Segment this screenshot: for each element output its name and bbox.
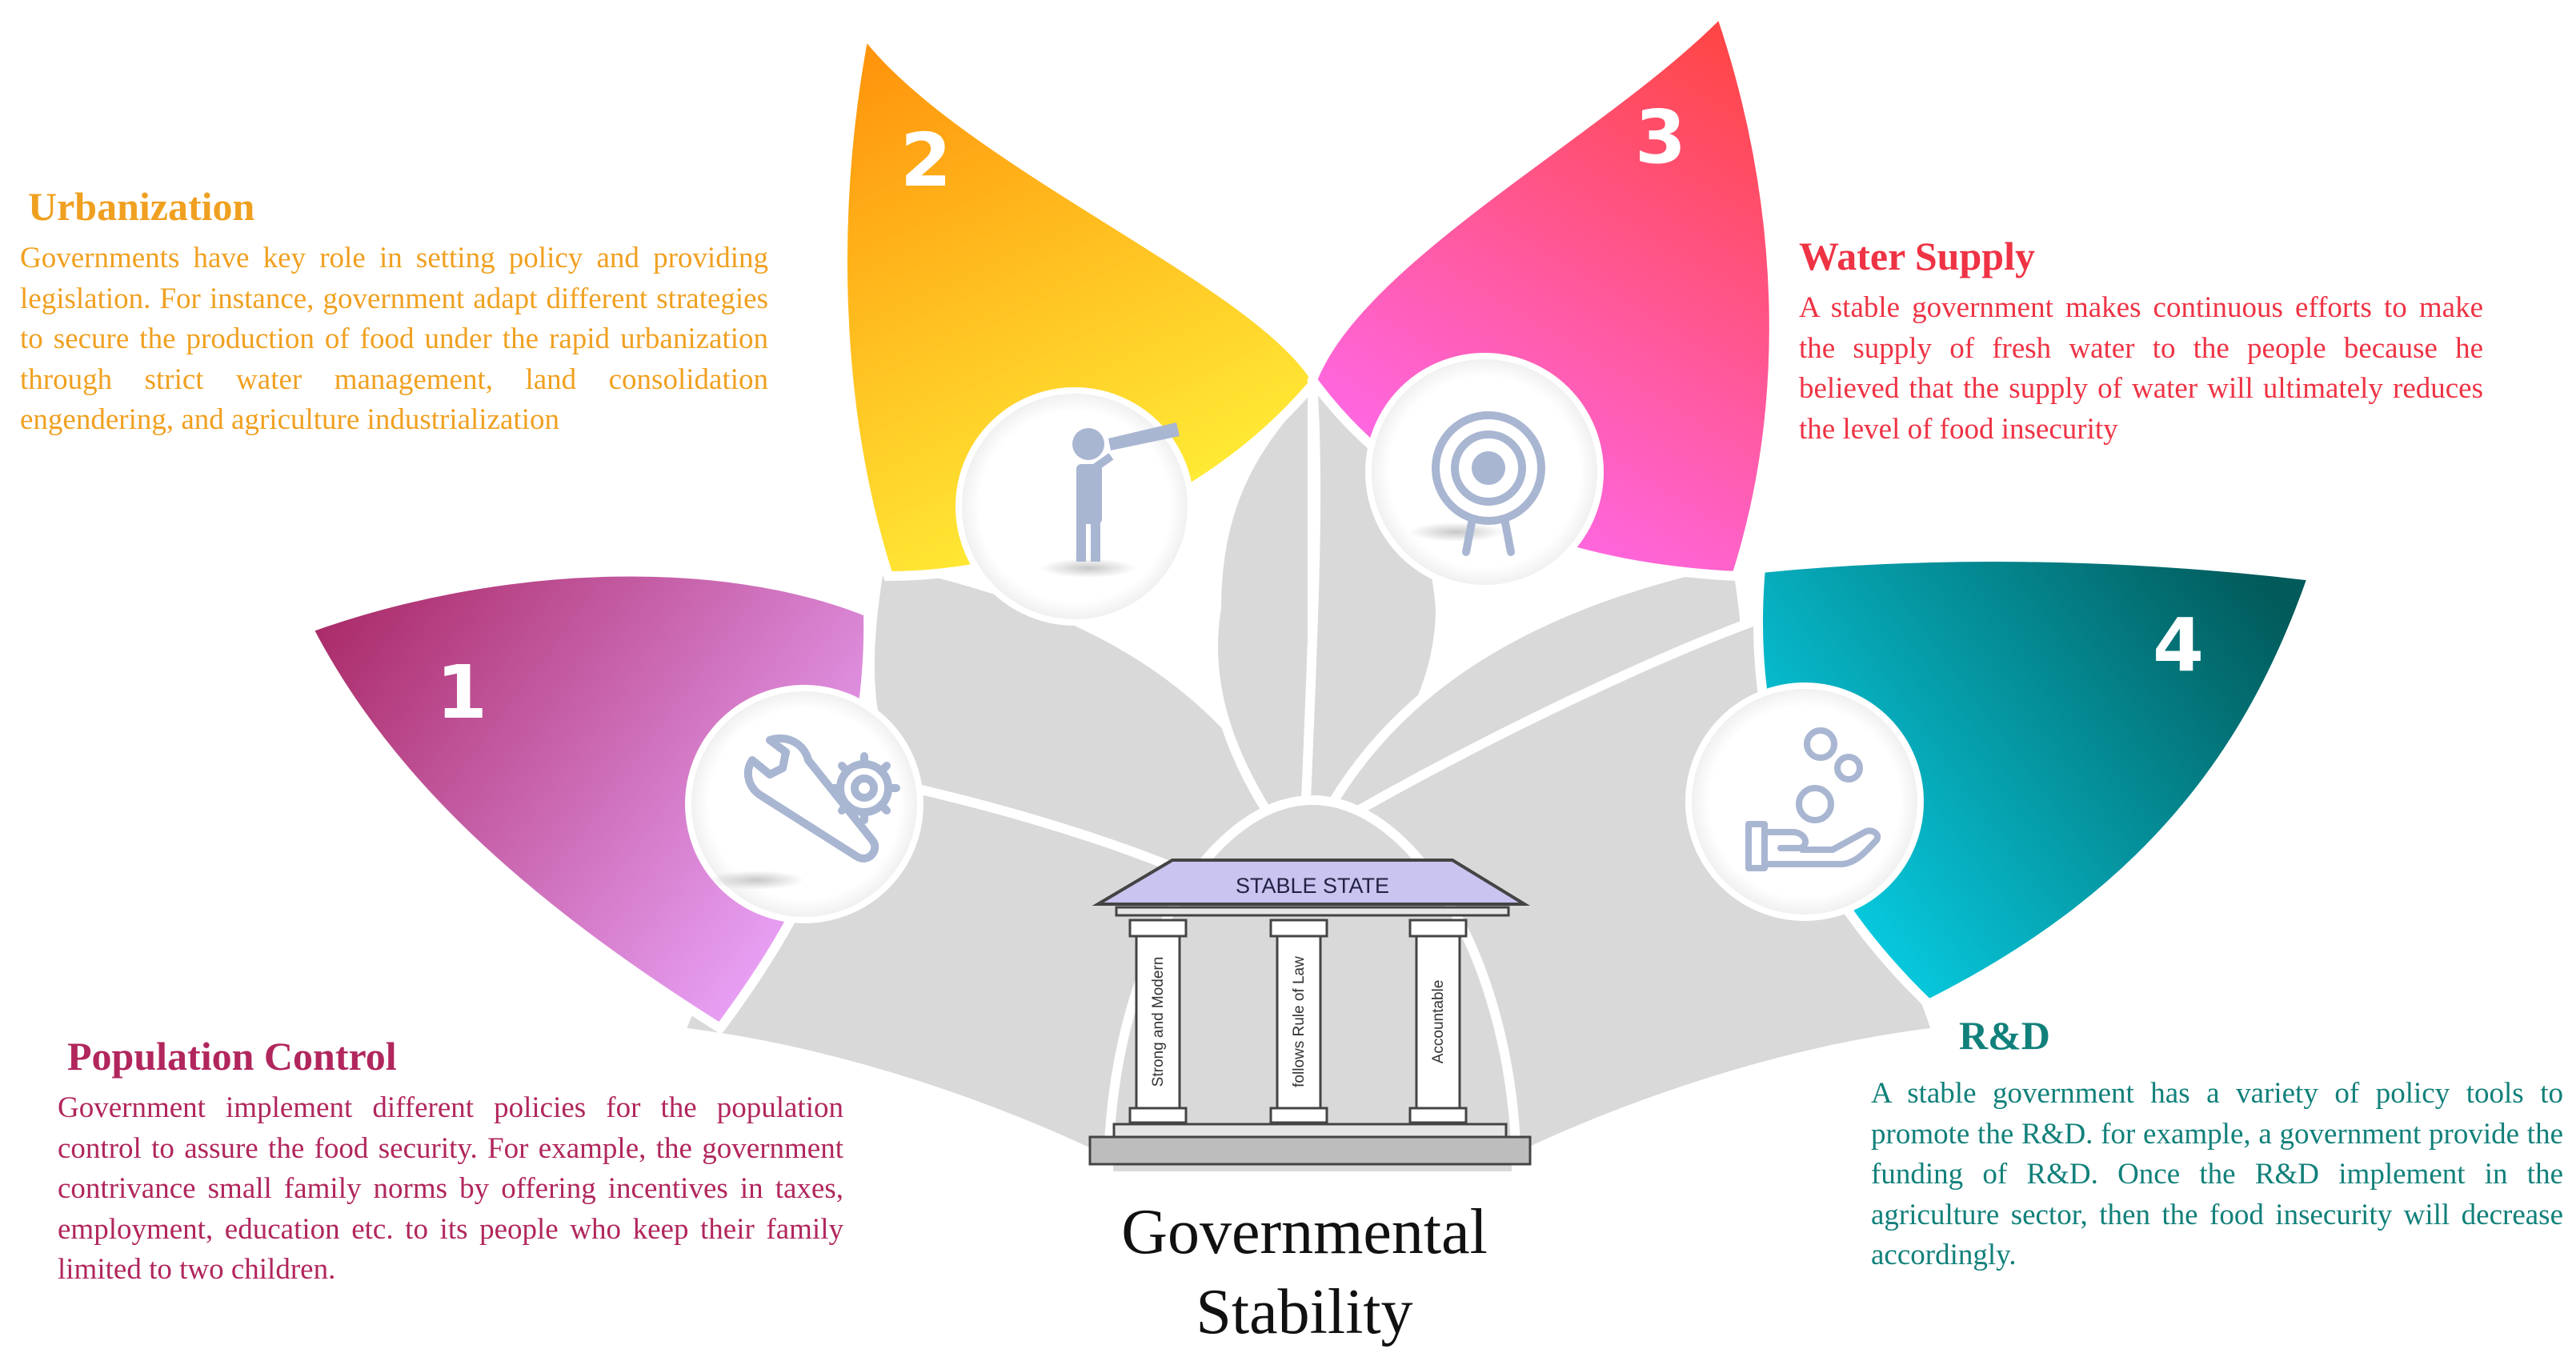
temple-graphic: STABLE STATE Strong and Modern follows R… [1088,859,1532,1166]
pillar-2-label: follows Rule of Law [1291,956,1308,1087]
urbanization-body: Governments have key role in setting pol… [20,242,768,436]
rd-body: A stable government has a variety of pol… [1871,1077,2563,1271]
temple-base-step-2 [1088,1135,1532,1166]
pillar-2: follows Rule of Law [1269,919,1328,1124]
petal-number-4: 4 [2153,602,2204,688]
rd-block: R&D A stable government has a variety of… [1871,1011,2563,1276]
wrench-gear-icon [743,735,900,863]
population-control-title: Population Control [67,1034,397,1079]
petal-number-1: 1 [436,650,487,735]
urbanization-title: Urbanization [28,184,255,229]
icon-circle-3 [1365,353,1604,591]
hand-coins-icon [1745,727,1881,871]
population-control-block: Population Control Government implement … [58,1032,843,1291]
temple-roof-label: STABLE STATE [1236,874,1389,898]
icon-circle-1 [685,685,923,923]
water-supply-block: Water Supply A stable government makes c… [1799,232,2483,450]
urbanization-block: Urbanization Governments have key role i… [20,182,768,441]
petal-number-3: 3 [1635,94,1686,180]
pillar-1: Strong and Modern [1128,919,1188,1124]
rd-title: R&D [1959,1013,2050,1058]
pillar-1-label: Strong and Modern [1150,957,1167,1087]
temple-roof [1092,859,1531,906]
pillar-3: Accountable [1408,919,1468,1124]
center-title-line-2: Stability [1196,1277,1413,1347]
temple-base-step-1 [1112,1123,1508,1139]
icon-circle-4 [1685,682,1924,921]
target-icon [1432,411,1545,556]
center-title-line-1: Governmental [1121,1197,1488,1267]
governmental-stability-title: Governmental Stability [1032,1192,1576,1352]
population-control-body: Government implement different policies … [58,1091,843,1286]
pillar-3-label: Accountable [1430,980,1447,1064]
water-supply-body: A stable government makes continuous eff… [1799,291,2483,446]
petal-number-2: 2 [900,118,951,203]
icon-circle-2 [955,387,1194,626]
water-supply-title: Water Supply [1799,234,2035,278]
businessman-telescope-icon [1072,422,1180,562]
